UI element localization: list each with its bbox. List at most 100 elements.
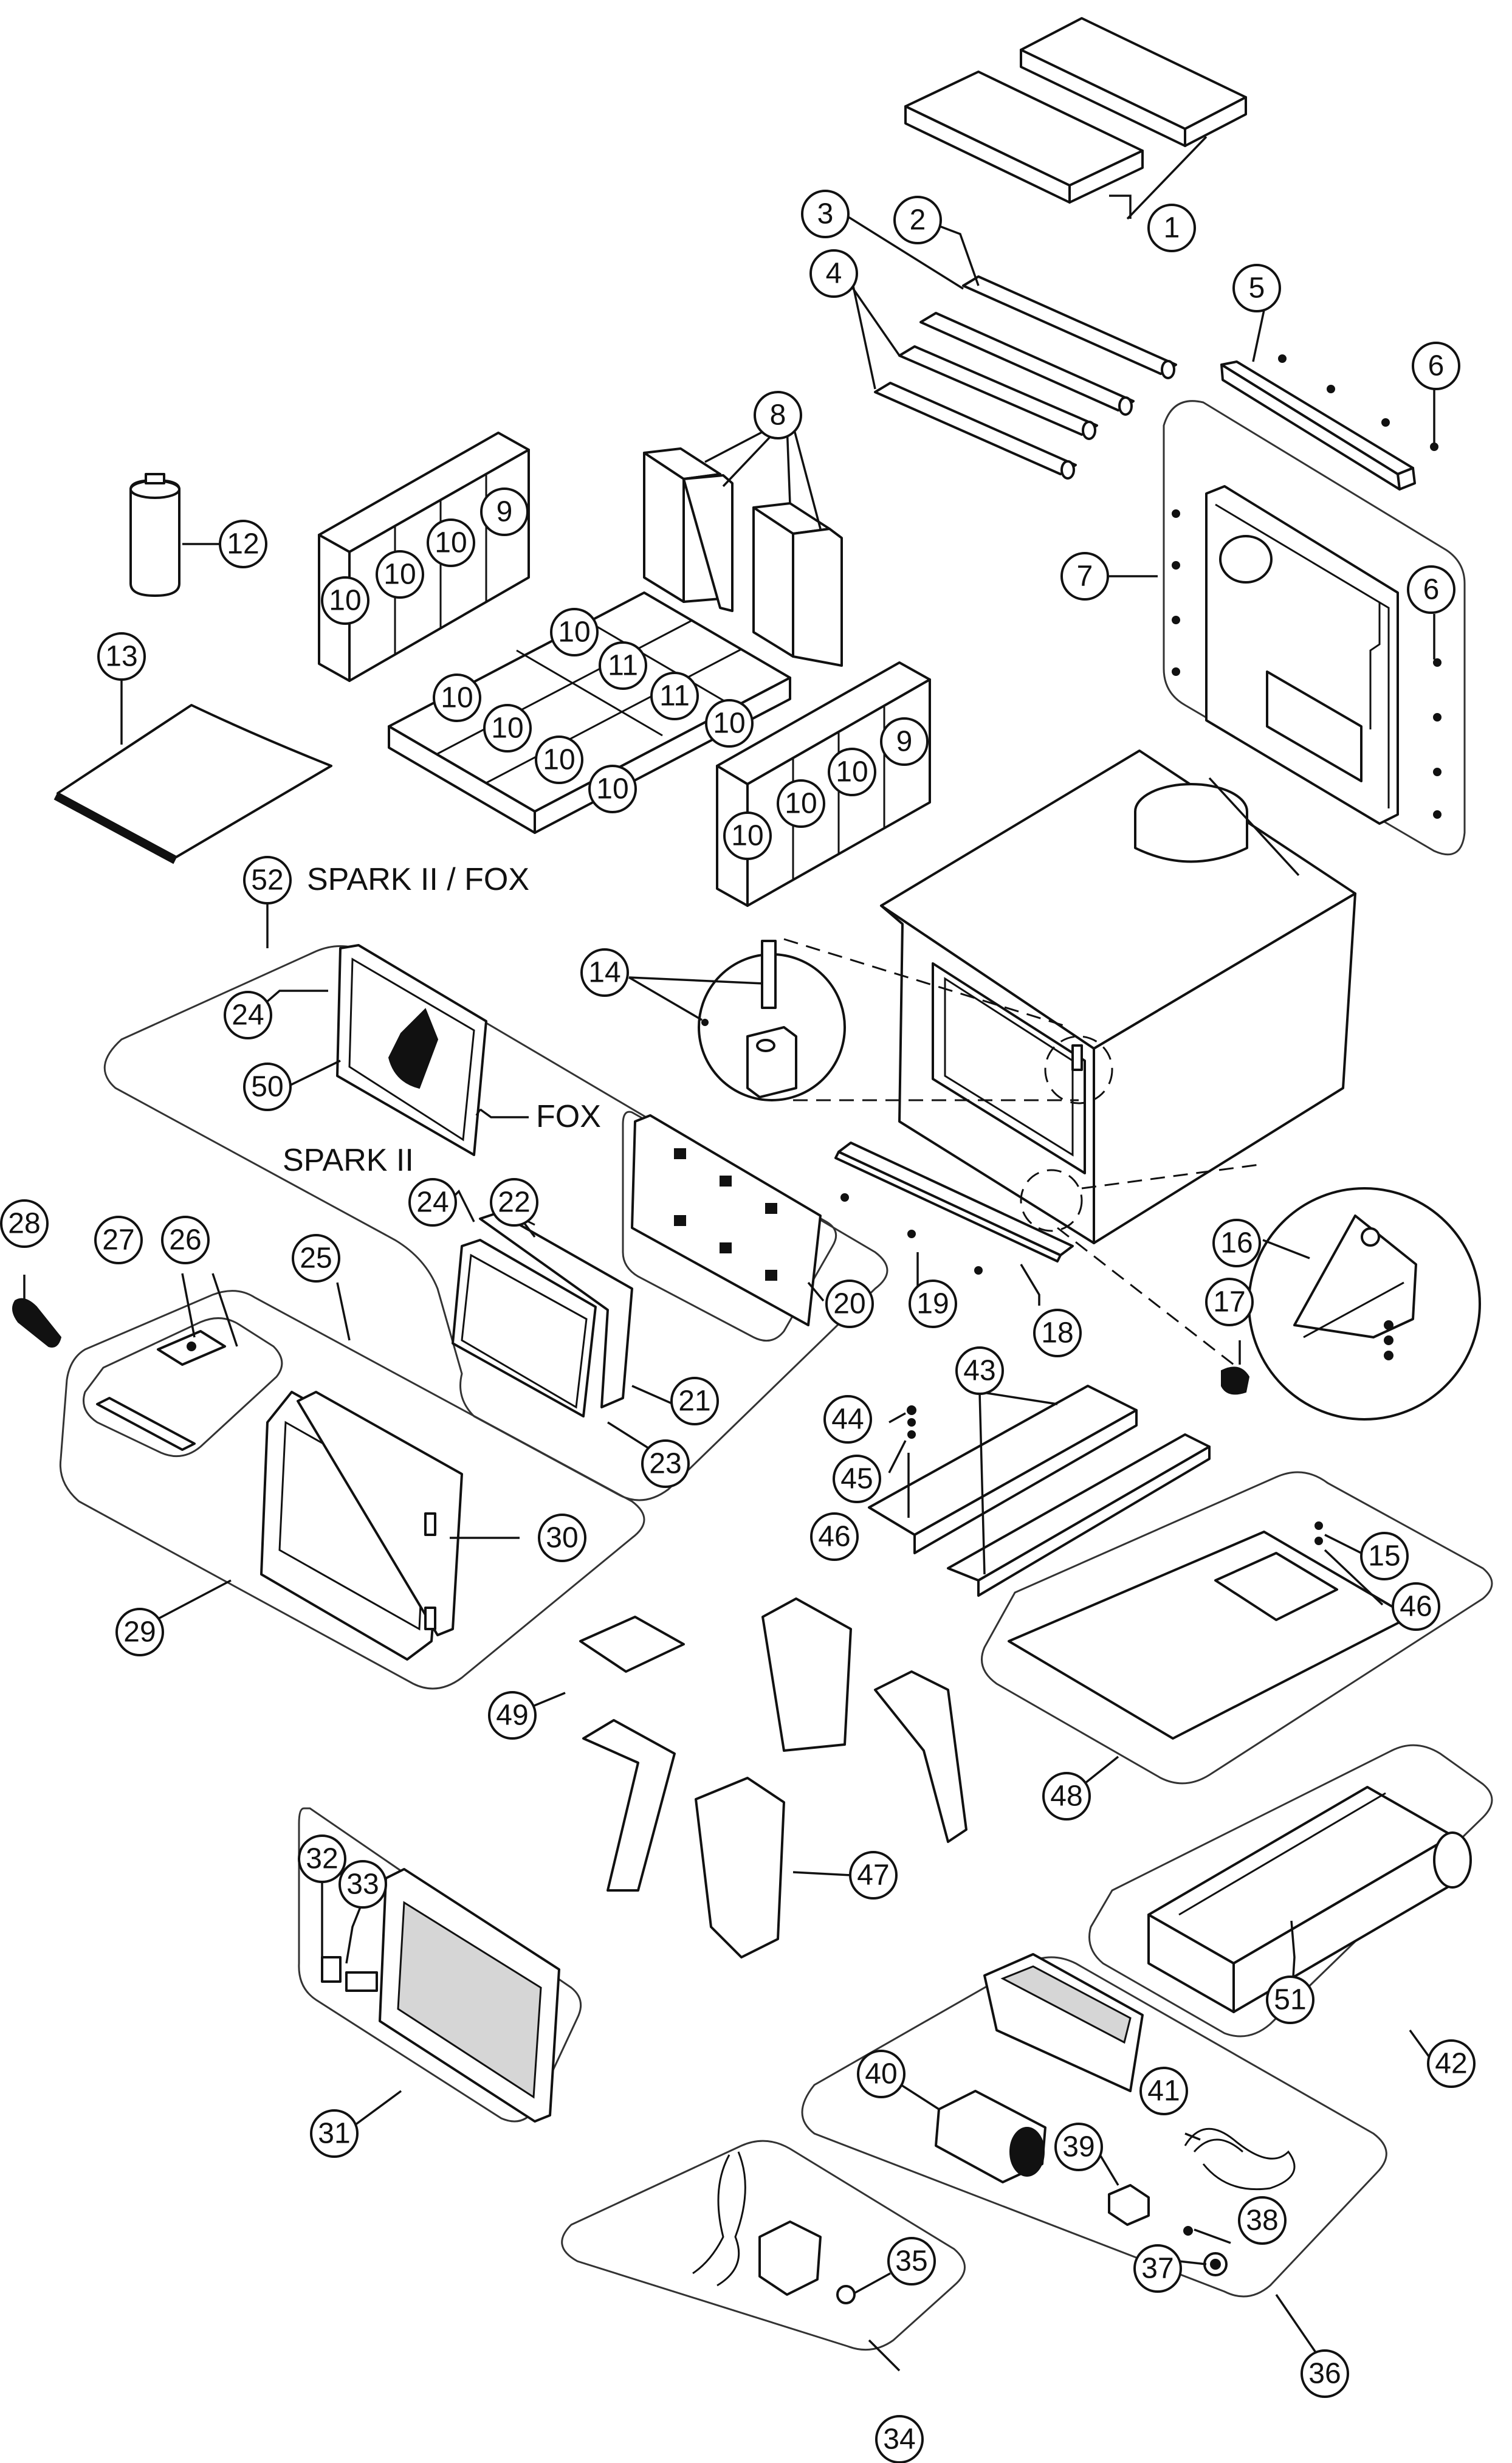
knob-37-38 [1183, 2226, 1228, 2276]
callout: 13 [97, 632, 146, 681]
svg-text:45: 45 [840, 1463, 873, 1495]
svg-text:21: 21 [678, 1385, 710, 1418]
svg-text:5: 5 [1249, 272, 1265, 305]
svg-text:30: 30 [546, 1522, 578, 1554]
svg-text:17: 17 [1213, 1286, 1245, 1318]
callout: 11 [599, 641, 647, 690]
callout: 28 [0, 1199, 49, 1248]
svg-text:12: 12 [227, 528, 259, 560]
callout: 21 [670, 1377, 719, 1425]
leader-fox [479, 1108, 529, 1118]
power-cord-34 [692, 2151, 856, 2304]
svg-text:35: 35 [895, 2245, 927, 2278]
callout: 40 [857, 2050, 905, 2098]
callout: 17 [1205, 1278, 1254, 1326]
callout: 35 [887, 2237, 936, 2286]
svg-text:39: 39 [1062, 2131, 1094, 2163]
svg-text:10: 10 [558, 616, 590, 649]
svg-text:43: 43 [963, 1355, 995, 1387]
group-outline-20 [622, 1111, 837, 1342]
svg-text:9: 9 [497, 496, 513, 528]
heat-shield-7 [1205, 485, 1399, 825]
svg-text:20: 20 [833, 1288, 865, 1320]
callout: 49 [488, 1691, 537, 1740]
svg-text:23: 23 [649, 1448, 681, 1480]
callout: 24 [224, 991, 272, 1039]
callout: 14 [580, 948, 629, 997]
group-outline-36 [801, 1956, 1387, 2298]
callout: 45 [833, 1455, 881, 1503]
svg-text:42: 42 [1435, 2048, 1467, 2080]
label-fox: FOX [536, 1099, 601, 1134]
callout: 25 [292, 1234, 340, 1283]
svg-text:6: 6 [1428, 350, 1445, 382]
callout: 50 [243, 1063, 292, 1111]
svg-text:10: 10 [435, 527, 467, 559]
svg-text:32: 32 [306, 1843, 338, 1875]
callout: 39 [1054, 2123, 1103, 2171]
svg-text:37: 37 [1141, 2253, 1174, 2285]
group-outline-34 [561, 2140, 966, 2351]
svg-text:22: 22 [498, 1187, 530, 1219]
callout: 10 [535, 735, 583, 784]
svg-text:48: 48 [1050, 1780, 1082, 1813]
group-outline-7 [1163, 400, 1466, 856]
callout: 3 [801, 190, 850, 238]
svg-text:10: 10 [596, 773, 628, 805]
callout: 6 [1407, 565, 1455, 614]
callout: 47 [849, 1851, 898, 1900]
tool-26-27 [96, 1330, 226, 1451]
svg-text:10: 10 [543, 744, 575, 776]
callout: 26 [161, 1216, 210, 1264]
svg-text:28: 28 [8, 1208, 40, 1240]
svg-text:10: 10 [731, 820, 763, 852]
callout: 7 [1060, 552, 1109, 601]
callout: 38 [1238, 2196, 1287, 2245]
callout: 52 [243, 856, 292, 904]
svg-text:41: 41 [1147, 2075, 1180, 2107]
switch-39 [1108, 2184, 1150, 2226]
label-spark-fox: SPARK II / FOX [307, 862, 529, 897]
svg-text:46: 46 [818, 1521, 850, 1553]
plate-20 [631, 1114, 822, 1326]
callout: 46 [1392, 1582, 1440, 1631]
callout: 10 [588, 765, 637, 813]
detail-circle-stove-b [1020, 1169, 1083, 1232]
bottom-plate-48 [1008, 1521, 1411, 1740]
svg-text:8: 8 [770, 399, 786, 432]
callout: 42 [1427, 2039, 1476, 2088]
fox-door-50 [336, 944, 487, 1156]
stove-body [880, 749, 1356, 1244]
svg-text:6: 6 [1423, 574, 1440, 606]
callout: 31 [310, 2109, 359, 2158]
bracket-5 [1220, 354, 1438, 491]
group-outline-48 [981, 1471, 1493, 1785]
svg-text:24: 24 [416, 1187, 448, 1219]
callout: 32 [298, 1834, 346, 1883]
svg-text:46: 46 [1400, 1591, 1432, 1623]
callout: 6 [1412, 342, 1460, 390]
blower-housing-42 [1147, 1786, 1472, 2013]
handle-28 [12, 1298, 62, 1348]
brick-wall-left [318, 432, 530, 682]
blower-40 [935, 1953, 1144, 2183]
svg-text:27: 27 [102, 1224, 134, 1256]
svg-text:10: 10 [491, 712, 523, 745]
svg-text:9: 9 [896, 726, 913, 758]
callout: 10 [723, 811, 772, 860]
side-bricks-8 [643, 447, 843, 667]
svg-text:24: 24 [232, 999, 264, 1032]
hinge-detail-14 [698, 940, 846, 1101]
svg-text:34: 34 [883, 2423, 915, 2456]
svg-text:51: 51 [1274, 1984, 1306, 2016]
baffle-tubes [874, 275, 1177, 480]
paint-can-12 [129, 473, 180, 597]
callout: 19 [909, 1280, 957, 1328]
callout: 10 [321, 576, 369, 625]
svg-text:25: 25 [300, 1242, 332, 1275]
svg-text:38: 38 [1246, 2205, 1278, 2237]
detail-16-17 [1221, 1187, 1481, 1421]
callout: 10 [427, 518, 475, 567]
callout: 1 [1147, 204, 1196, 252]
